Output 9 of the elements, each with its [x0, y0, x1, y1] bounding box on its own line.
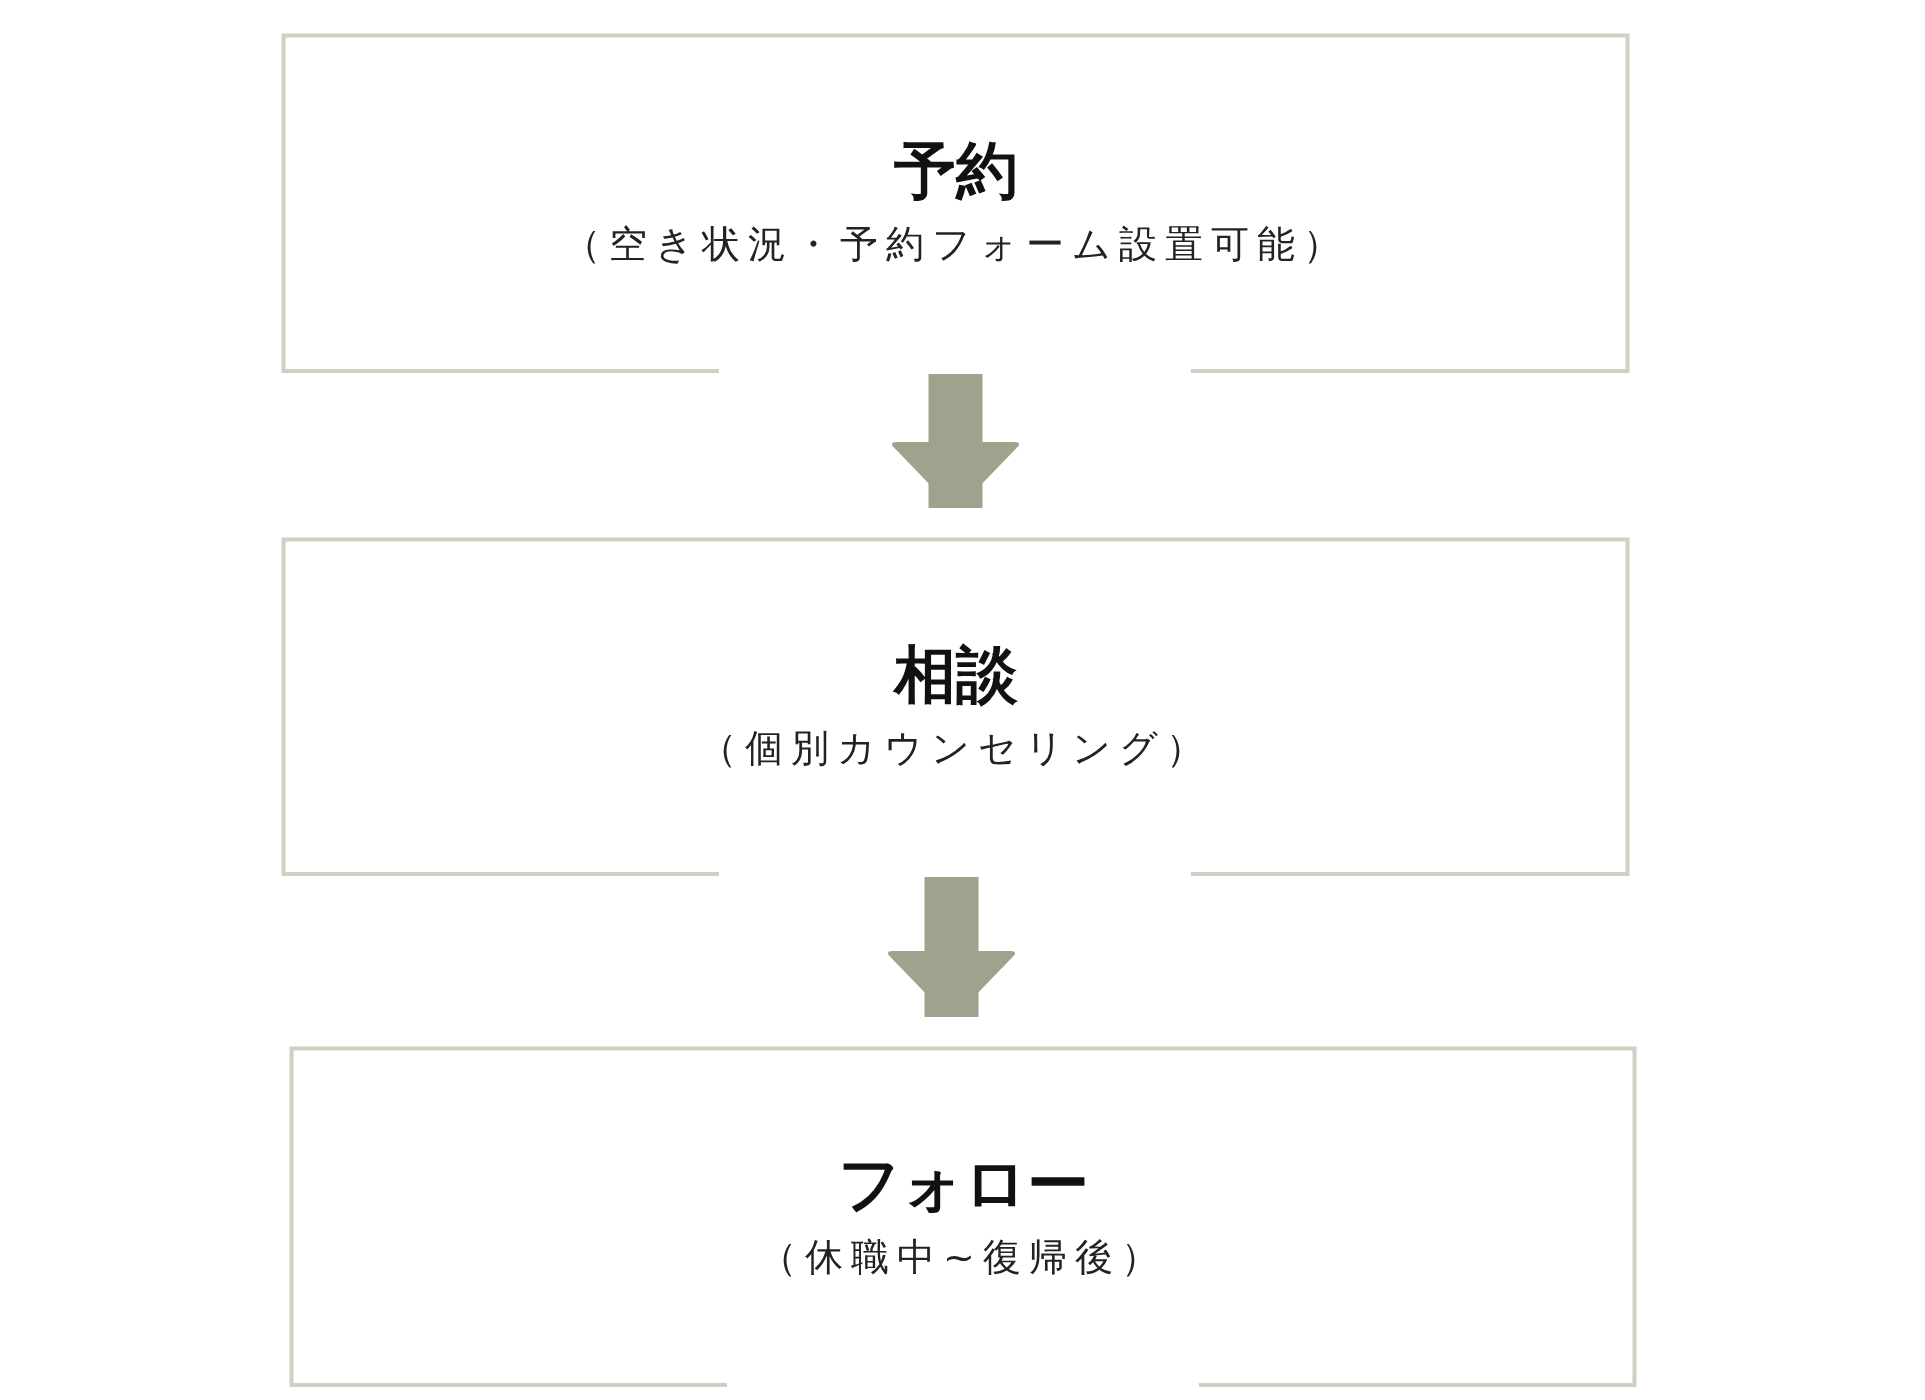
step-box [290, 1047, 1636, 1385]
step-box [282, 538, 1629, 874]
step-description: （休職中~復帰後） [759, 1234, 1167, 1281]
step-title: フォロー [837, 1146, 1089, 1222]
step-box [282, 34, 1629, 371]
step-title: 相談 [893, 637, 1018, 713]
step-title: 予約 [893, 133, 1018, 209]
step-description: （空き状況・予約フォーム設置可能） [562, 221, 1349, 268]
step-description: （個別カウンセリング） [699, 725, 1212, 772]
